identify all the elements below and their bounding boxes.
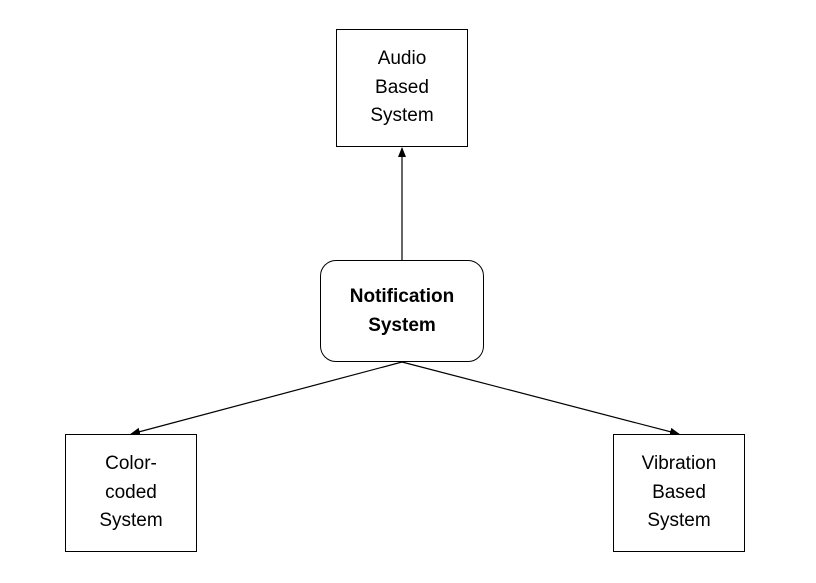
arrow-to-vibration-based-system bbox=[401, 361, 680, 436]
audio-based-system-label: Audio Based System bbox=[370, 48, 434, 127]
notification-system-label: Notification System bbox=[349, 286, 455, 336]
color-coded-system-node: Color- coded System bbox=[65, 434, 197, 552]
color-coded-system-label: Color- coded System bbox=[99, 453, 163, 532]
vibration-based-system-node: Vibration Based System bbox=[613, 434, 745, 552]
audio-based-system-node: Audio Based System bbox=[336, 29, 468, 147]
notification-system-node: Notification System bbox=[320, 260, 484, 362]
arrow-to-color-coded-system bbox=[130, 361, 403, 436]
vibration-based-system-label: Vibration Based System bbox=[641, 453, 717, 532]
